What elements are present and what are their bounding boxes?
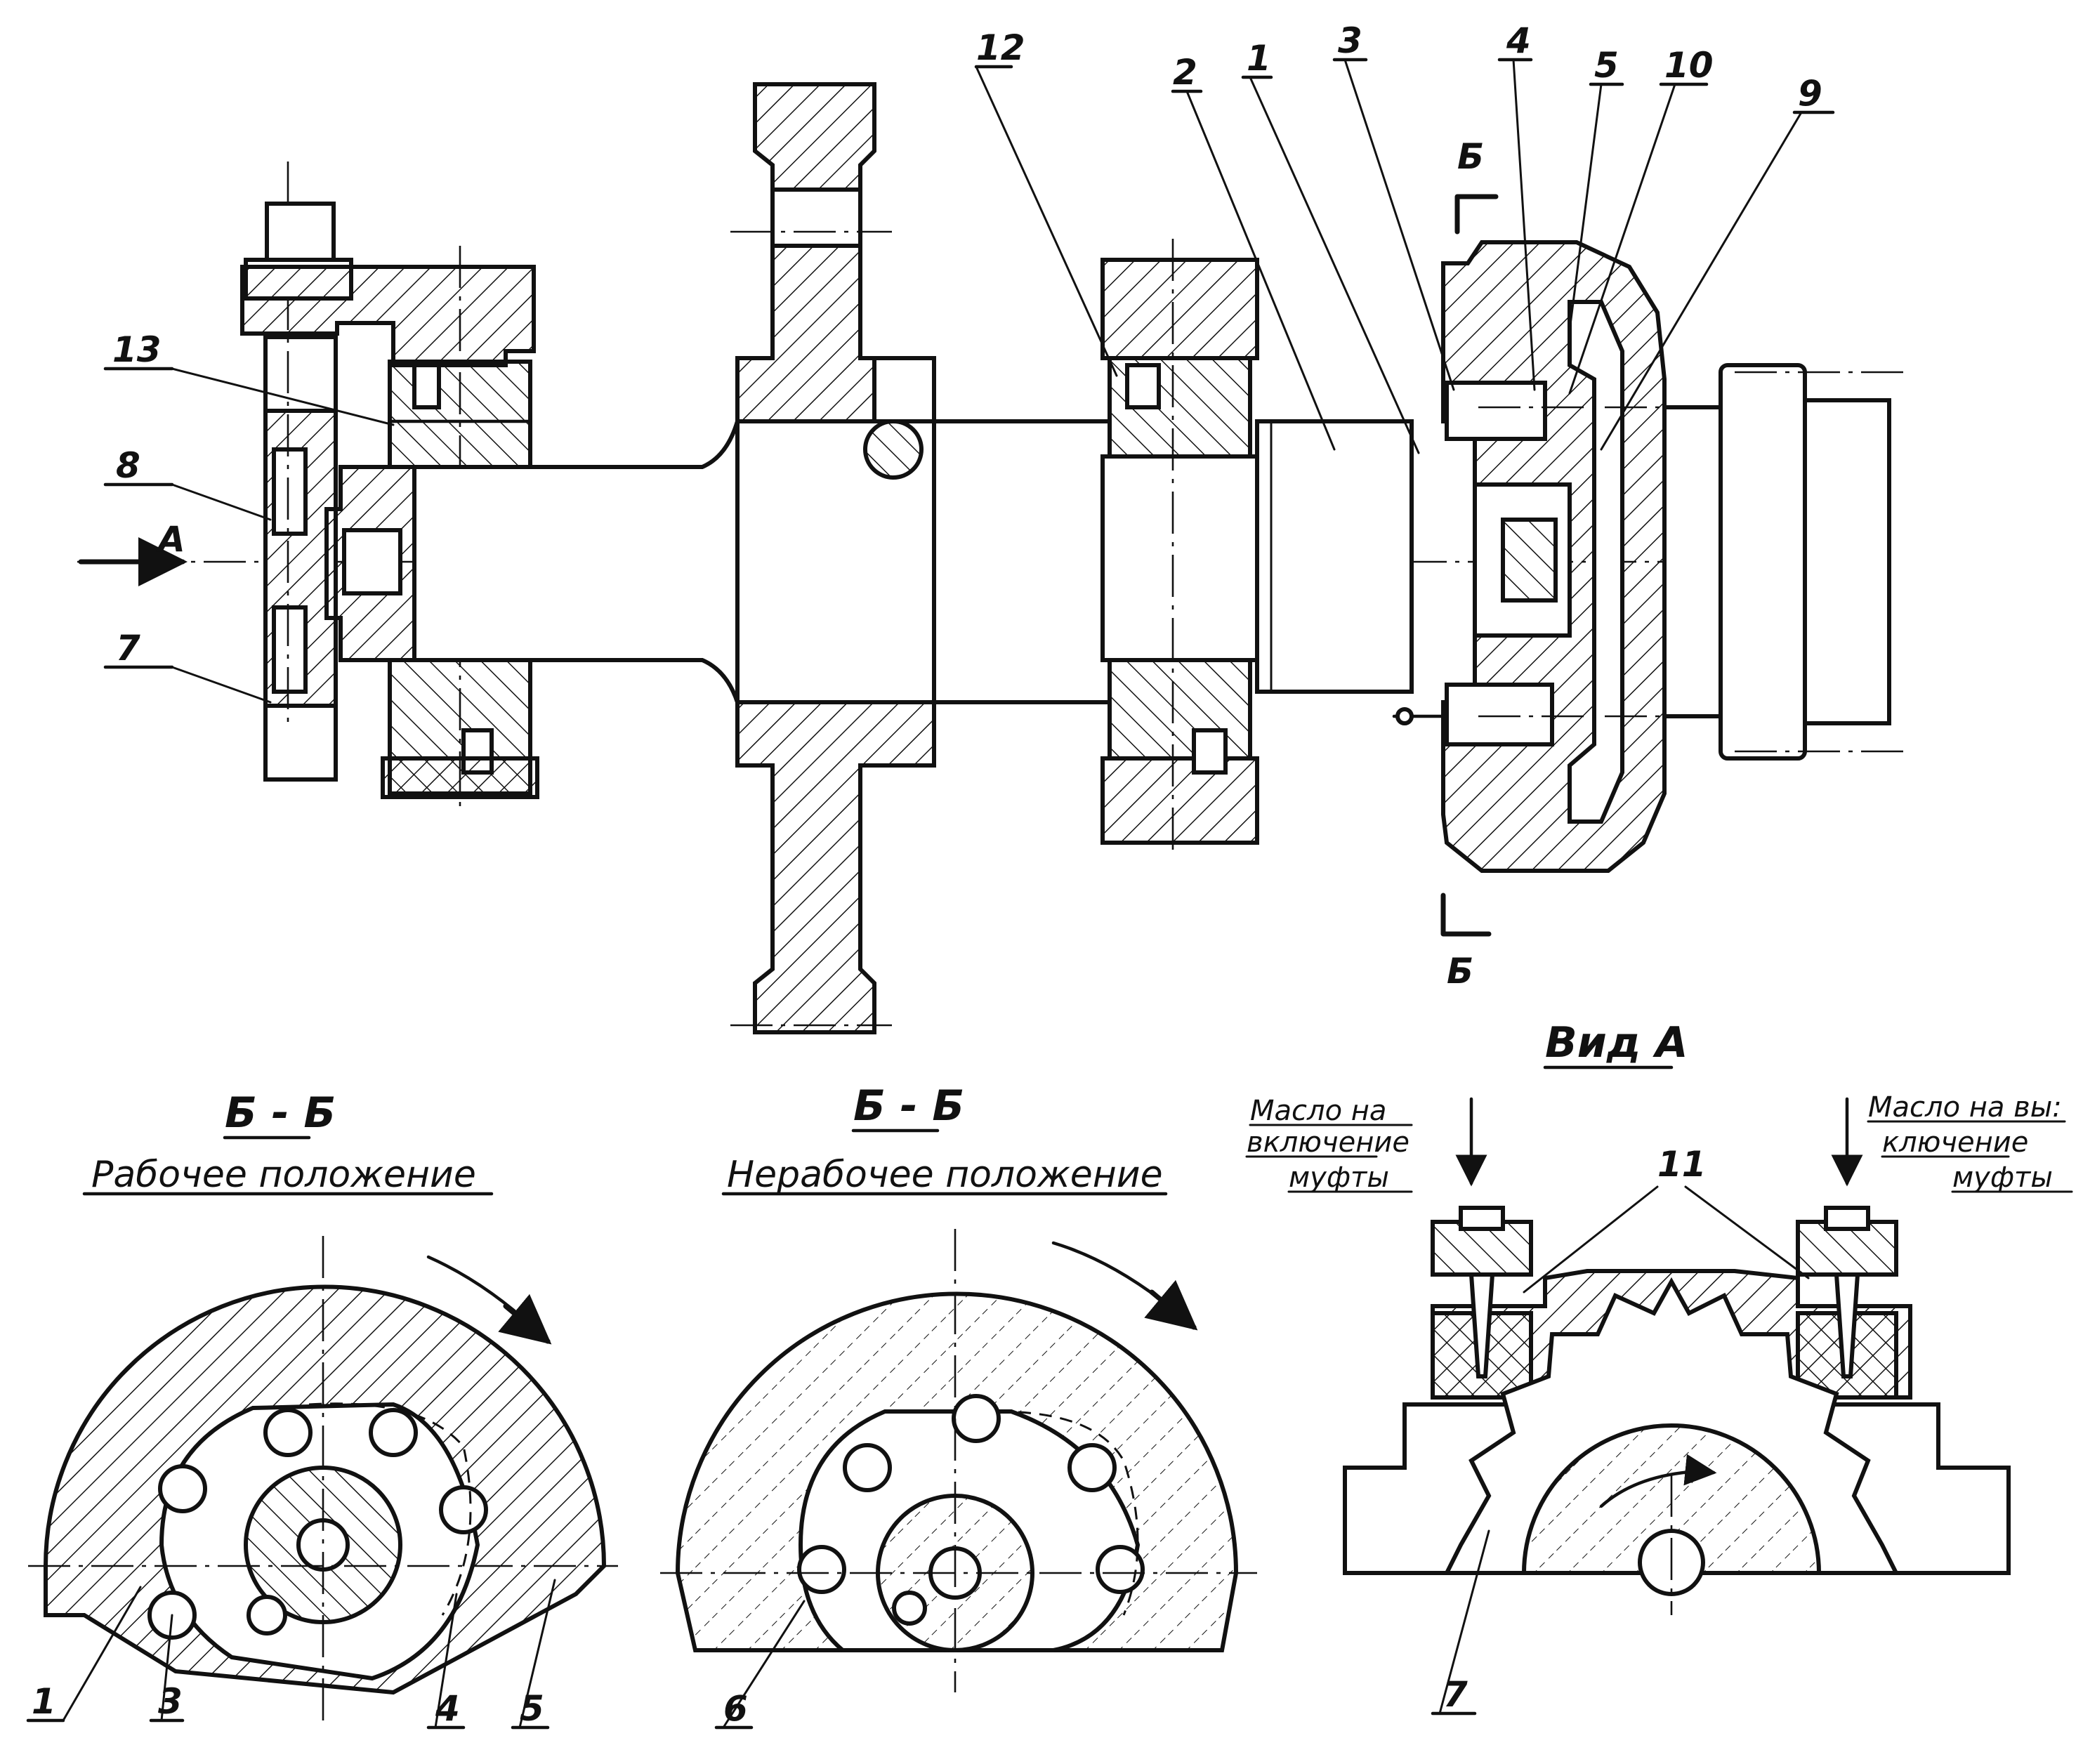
- oil-fitting-right: [1796, 1206, 1898, 1400]
- main-section-view: Б Б А 13 8 7 12 2: [77, 20, 1910, 1034]
- view-a-heading: Вид А: [1545, 1018, 1688, 1067]
- svg-text:Масло на: Масло на: [1250, 1095, 1386, 1127]
- section-working-caption: Рабочее положение: [91, 1154, 476, 1196]
- label-13: 13: [112, 329, 162, 370]
- section-b-bottom-label: Б: [1447, 951, 1473, 992]
- svg-text:включение: включение: [1247, 1126, 1410, 1159]
- label-1: 1: [1247, 38, 1271, 79]
- section-idle-caption: Нерабочее положение: [727, 1154, 1163, 1196]
- section-idle-heading: Б - Б: [853, 1081, 964, 1131]
- view-arrow-a: А: [78, 519, 188, 586]
- oil-on-label: Масло на включение муфты: [1245, 1095, 1413, 1194]
- view-a-marker: А: [155, 519, 185, 560]
- working-label-1: 1: [32, 1681, 56, 1722]
- view-a-label-11: 11: [1657, 1144, 1707, 1185]
- svg-text:муфты: муфты: [1952, 1161, 2053, 1194]
- view-a-label-7: 7: [1443, 1674, 1468, 1715]
- oil-fitting-left: [1431, 1206, 1533, 1400]
- shaft-step: [1255, 419, 1414, 694]
- right-bearing: [1100, 239, 1259, 850]
- clutch-housing: [1392, 240, 1667, 873]
- label-4: 4: [1506, 20, 1531, 61]
- label-3: 3: [1338, 20, 1362, 61]
- top-leaders: 12 2 1 3 4 5 10 9: [974, 20, 1835, 454]
- label-12: 12: [976, 27, 1025, 68]
- view-a-leaders: 11 7: [1431, 1144, 1810, 1716]
- section-working-heading: Б - Б: [225, 1088, 336, 1138]
- label-9: 9: [1798, 73, 1822, 114]
- shaft-middle: [932, 419, 1112, 704]
- shaft-keyway: [342, 528, 402, 595]
- working-leaders: 1 3 4 5: [26, 1579, 556, 1730]
- working-label-5: 5: [520, 1688, 544, 1729]
- svg-text:Масло на вы:: Масло на вы:: [1868, 1091, 2062, 1124]
- label-2: 2: [1173, 52, 1197, 93]
- label-10: 10: [1664, 45, 1714, 86]
- section-idle-view: Б - Б Нерабочее положение 6: [660, 1081, 1257, 1730]
- section-b-top-label: Б: [1457, 136, 1484, 177]
- oil-off-label: Масло на вы: ключение муфты: [1867, 1091, 2073, 1194]
- label-7-top: 7: [116, 628, 140, 669]
- left-leaders: 13 8 7: [103, 329, 395, 704]
- idle-label-6: 6: [723, 1688, 748, 1729]
- working-label-3: 3: [158, 1681, 183, 1722]
- svg-text:муфты: муфты: [1289, 1161, 1389, 1194]
- left-sprocket: [263, 162, 338, 782]
- output-flange: [1662, 363, 1910, 761]
- section-mark-b: Б Б: [1440, 136, 1499, 992]
- svg-text:ключение: ключение: [1882, 1126, 2028, 1159]
- section-working-view: Б - Б Рабочее положение 1 3 4: [26, 1088, 618, 1730]
- idle-leaders: 6: [714, 1600, 806, 1730]
- central-gear: [730, 82, 943, 1034]
- label-5: 5: [1594, 45, 1619, 86]
- view-a: Вид А Масло на включение муфты Масло на …: [1245, 1018, 2073, 1716]
- working-label-4: 4: [435, 1688, 460, 1729]
- label-8: 8: [116, 445, 140, 486]
